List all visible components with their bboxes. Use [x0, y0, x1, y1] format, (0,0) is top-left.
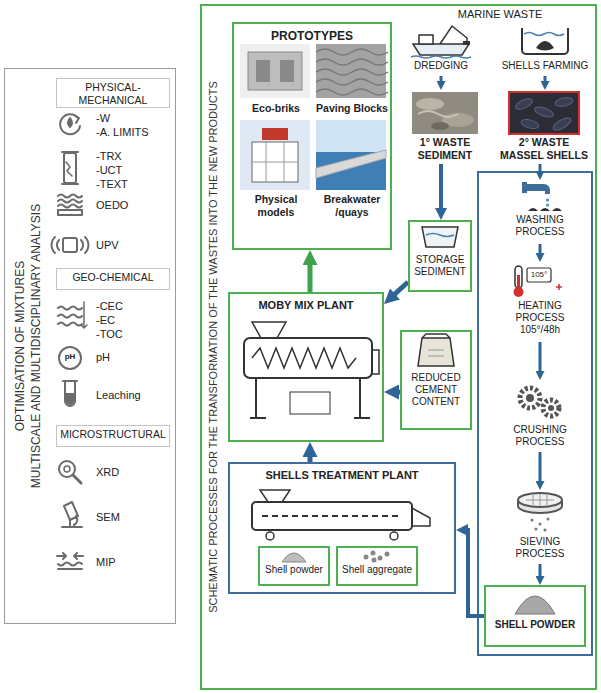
product-box: Shell powder	[258, 546, 330, 586]
panel-title: MULTISCALE AND MULTIDISCIPLINARY ANALYSI…	[28, 76, 44, 616]
flow-arrow	[539, 564, 542, 581]
node-text: MICROSTRUCTURAL	[59, 428, 167, 441]
flow-arrow	[390, 282, 408, 299]
thermometer	[514, 266, 563, 297]
flow-arrow	[392, 390, 401, 395]
node-text: STORAGE SEDIMENT	[412, 254, 468, 278]
test-label: -CEC	[96, 300, 168, 313]
test-label: -EC	[96, 314, 168, 327]
flow-arrow	[539, 342, 542, 376]
flow-arrow	[308, 450, 313, 463]
plant-box: MOBY MIX PLANT	[228, 292, 384, 442]
node-text: SHELLS FARMING	[499, 60, 591, 72]
photo-caption: Eco-briks	[238, 102, 314, 115]
flow-arrow	[539, 452, 542, 486]
flow-arrow	[539, 164, 542, 176]
prototype-photos	[240, 44, 388, 190]
cement-bag	[418, 334, 454, 366]
test-label: pH	[96, 351, 168, 364]
storage-box: STORAGE SEDIMENT	[408, 220, 472, 292]
shell-farm-tank	[522, 28, 568, 54]
node-text: 1° WASTE SEDIMENT	[407, 136, 483, 161]
sediment-photo	[412, 92, 478, 134]
washing-tap	[522, 182, 562, 211]
panel-title: SCHEMATIC PROCESSES FOR THE TRANSFORMATI…	[205, 7, 221, 687]
mussel-photo	[509, 92, 579, 134]
process-step: CRUSHING PROCESS	[500, 380, 580, 452]
node-text: GEO-CHEMICAL	[59, 271, 167, 284]
test-label: -TRX	[96, 150, 168, 163]
storage-tub	[422, 227, 458, 247]
photo-caption: Physical models	[238, 193, 314, 218]
flow-arrow	[462, 530, 484, 616]
node-text: Shell aggregate	[340, 564, 414, 576]
node-text: SHELL POWDER	[488, 619, 582, 631]
test-label: -TEXT	[96, 178, 168, 191]
mixer-machine	[244, 322, 379, 418]
process-frame	[478, 172, 592, 655]
flow-arrow	[544, 76, 547, 86]
crusher-gears	[520, 388, 559, 416]
process-step: WASHING PROCESS	[500, 180, 580, 244]
output-box: SHELL POWDER	[484, 585, 586, 647]
test-label: -UCT	[96, 164, 168, 177]
test-label: -A. LIMITS	[96, 126, 168, 139]
node-text: SIEVING PROCESS	[502, 536, 578, 560]
node-text: HEATING PROCESS 105°/48h	[502, 300, 578, 336]
flow-arrow	[439, 164, 443, 214]
node-text: WASHING PROCESS	[502, 214, 578, 238]
section-header: PHYSICAL-MECHANICAL	[56, 78, 170, 108]
test-label: -W	[96, 112, 168, 125]
node-text: CRUSHING PROCESS	[502, 424, 578, 448]
flow-arrow	[539, 244, 542, 258]
cement-box: REDUCED CEMENT CONTENT	[400, 330, 472, 430]
photo-caption: Breakwater /quays	[314, 193, 390, 218]
source-icon: DREDGING	[405, 20, 477, 76]
node-text: DREDGING	[407, 60, 475, 72]
product-box: Shell aggregate	[336, 546, 418, 586]
treatment-box: SHELLS TREATMENT PLANT Shell powder Shell …	[228, 462, 456, 594]
flow-arrow	[440, 76, 443, 86]
icon-text: 105°	[527, 270, 551, 280]
waste-photo: 1° WASTE SEDIMENT	[405, 90, 485, 164]
node-text: SHELLS TREATMENT PLANT	[232, 469, 452, 482]
icon-text: pH	[59, 352, 81, 362]
dredging-ship	[411, 26, 471, 58]
powder-pile	[515, 596, 555, 614]
source-icon: SHELLS FARMING	[497, 20, 593, 76]
test-label: MIP	[96, 556, 168, 569]
node-text: Shell powder	[262, 564, 326, 576]
sieve	[518, 493, 562, 532]
node-text: PROTOTYPES	[236, 29, 388, 43]
analysis-panel: OPTIMISATION OF MIXTURESMULTISCALE AND M…	[4, 68, 176, 624]
node-text: REDUCED CEMENT CONTENT	[404, 372, 468, 408]
node-text: MOBY MIX PLANT	[232, 299, 380, 312]
test-label: SEM	[96, 511, 168, 524]
section-header: MICROSTRUCTURAL	[56, 425, 170, 447]
test-label: Leaching	[96, 389, 168, 402]
test-label: UPV	[96, 239, 168, 252]
test-label: XRD	[96, 466, 168, 479]
process-step: SIEVING PROCESS	[500, 490, 580, 564]
section-header: GEO-CHEMICAL	[56, 268, 170, 290]
waste-photo: 2° WASTE MASSEL SHELLS	[494, 90, 594, 164]
flow-arrow	[308, 258, 313, 293]
panel-title: OPTIMISATION OF MIXTURES	[12, 76, 28, 616]
test-label: -TOC	[96, 328, 168, 341]
test-icons	[52, 114, 89, 569]
treatment-machine	[252, 490, 430, 563]
photo-caption: Paving Blocks	[314, 102, 390, 115]
node-text: 2° WASTE MASSEL SHELLS	[496, 136, 592, 161]
test-label: OEDO	[96, 199, 168, 212]
group-label: MARINE WASTE	[440, 8, 560, 21]
node-text: PHYSICAL-MECHANICAL	[59, 81, 167, 106]
